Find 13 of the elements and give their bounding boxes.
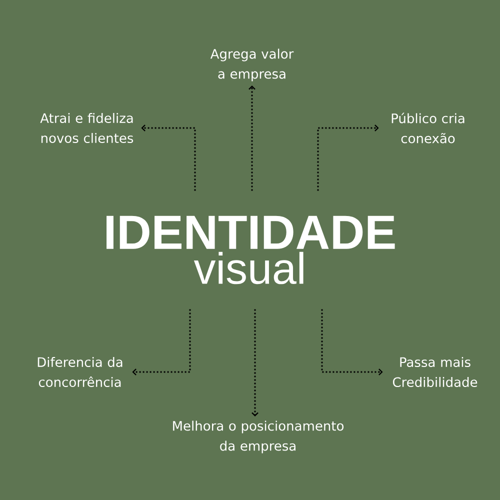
dotted-arrow xyxy=(141,124,196,191)
dotted-arrow xyxy=(321,309,383,376)
benefit-text: Passa mais Credibilidade xyxy=(392,356,478,388)
dotted-arrow xyxy=(252,309,258,417)
benefit-text: Melhora o posicionamento da empresa xyxy=(173,420,344,454)
dotted-arrow xyxy=(248,86,256,191)
title-text: IDENTIDADE visual xyxy=(106,216,395,284)
dotted-arrow xyxy=(132,309,191,376)
benefit-text: Atrai e fideliza novos clientes xyxy=(40,112,134,144)
benefit-text: Agrega valor a empresa xyxy=(210,48,294,82)
benefit-text: Público cria conexão xyxy=(392,112,464,144)
dotted-arrow xyxy=(317,124,379,191)
benefit-text: Diferencia da concorrência xyxy=(38,356,122,388)
